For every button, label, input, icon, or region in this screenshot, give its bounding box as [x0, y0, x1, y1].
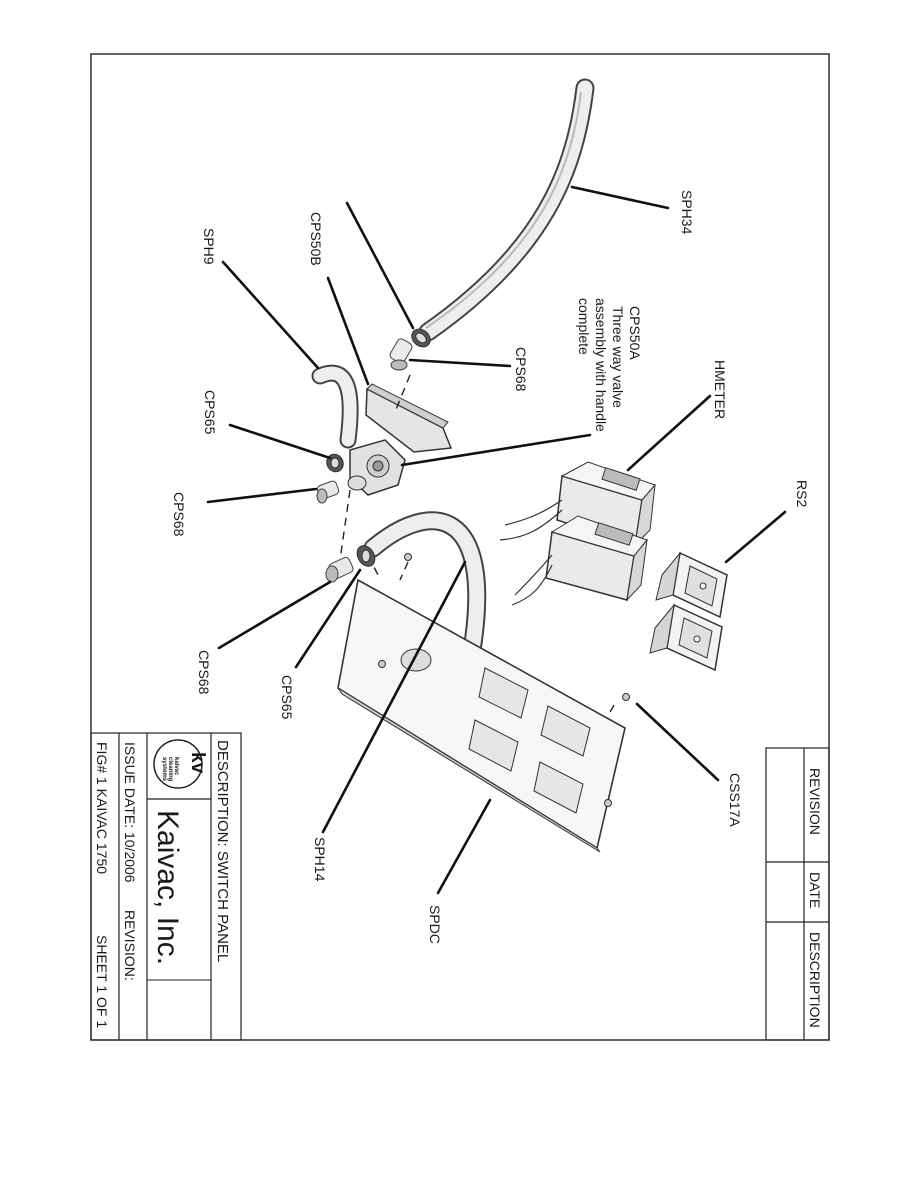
description-text: DESCRIPTION: SWITCH PANEL [214, 740, 231, 962]
label-cps68-right: CPS68 [513, 347, 529, 392]
meter-wires [499, 499, 563, 606]
label-sph9: SPH9 [201, 228, 217, 265]
title-block: DESCRIPTION: SWITCH PANEL kv kaivac clea… [90, 732, 242, 1041]
panel-cutout-1 [478, 667, 529, 719]
label-css17a: CSS17A [727, 773, 743, 827]
revision-field: REVISION: [122, 910, 138, 981]
panel-cutout-2 [468, 719, 519, 772]
label-rs2: RS2 [794, 480, 810, 507]
logo-line-3: systems [161, 757, 167, 782]
fitting-cps68-upper [389, 338, 413, 371]
parts-illustration [311, 78, 728, 853]
label-sph34: SPH34 [679, 190, 695, 235]
clamp-cps65-lower [356, 545, 376, 567]
logo-line-2: cleaning [167, 757, 173, 782]
hour-meter-1 [556, 461, 656, 547]
drawing-border [90, 53, 830, 1041]
label-cps68-left-bottom: CPS68 [196, 650, 212, 695]
part-labels: SPH34 CPS50B SPH9 CPS65 CPS68 CPS50A Thr… [171, 190, 810, 944]
panel-cutout-3 [540, 705, 591, 757]
label-cps68-left-top: CPS68 [171, 492, 187, 537]
logo-letters: kv [187, 752, 208, 774]
fitting-cps68-left-lower [325, 556, 354, 583]
description-header: DESCRIPTION [807, 932, 823, 1028]
company-name: Kaivac, Inc. [151, 810, 184, 965]
switch-panel-spdc [337, 578, 626, 853]
label-cps50a-line1: Three way valve [610, 306, 626, 408]
leader-lines [206, 185, 787, 895]
label-cps50a-line2: assembly with handle [593, 298, 609, 432]
label-spdc: SPDC [427, 905, 443, 944]
rocker-switch-2 [649, 603, 723, 672]
fitting-cps68-left-upper [316, 480, 340, 504]
label-cps65-bottom: CPS65 [279, 675, 295, 720]
screws-css17a [378, 553, 630, 807]
label-hmeter: HMETER [712, 360, 728, 419]
rocker-switch-1 [655, 551, 728, 619]
label-cps50a-line3: complete [576, 298, 592, 355]
panel-cutout-4 [533, 761, 584, 814]
clamp-cps68-upper [411, 328, 431, 348]
hour-meter-2 [545, 515, 648, 602]
logo-line-1: kaivac [173, 757, 179, 776]
date-header: DATE [807, 872, 823, 908]
clamp-cps65-upper [326, 453, 344, 473]
valve-body-cps50a [347, 439, 406, 496]
revision-block: REVISION DATE DESCRIPTION [765, 747, 830, 1041]
panel-hole [400, 648, 432, 672]
figure-number: FIG# 1 KAIVAC 1750 [94, 742, 110, 874]
hose-sph34 [418, 78, 595, 342]
sheet-number: SHEET 1 OF 1 [94, 935, 110, 1028]
label-sph14: SPH14 [312, 837, 328, 882]
label-cps50a: CPS50A [627, 306, 643, 360]
label-cps65-top: CPS65 [202, 390, 218, 435]
revision-header: REVISION [807, 768, 823, 835]
issue-date: ISSUE DATE: 10/2006 [122, 742, 138, 883]
kaivac-logo: kv kaivac cleaning systems [153, 739, 208, 789]
label-cps50b: CPS50B [308, 212, 324, 266]
